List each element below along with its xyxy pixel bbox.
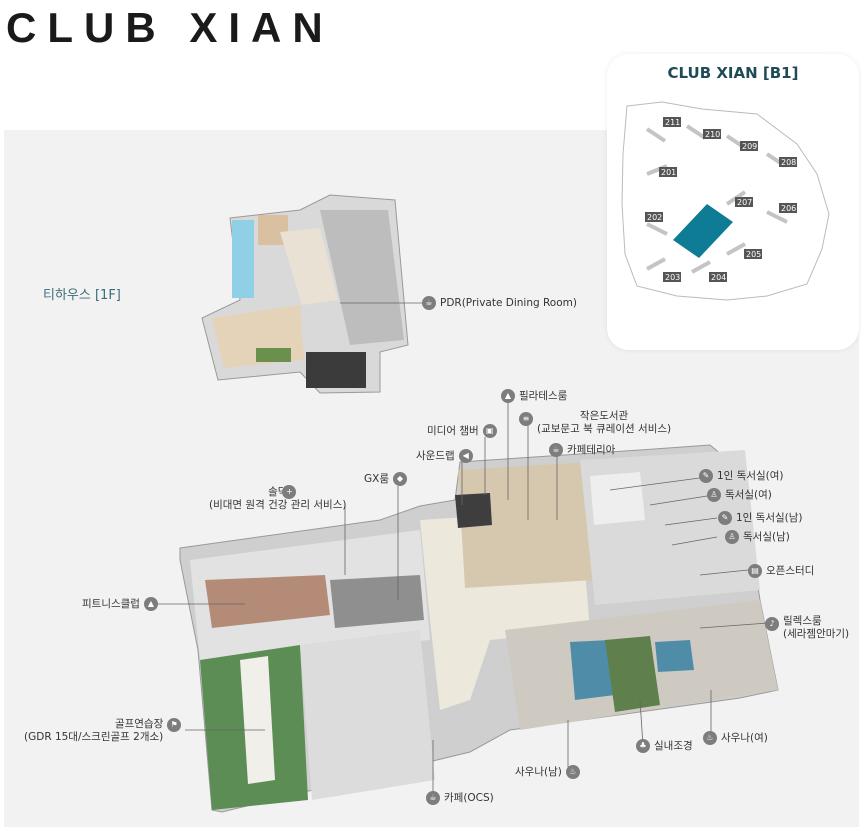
callout-sauna-f: ♨ 사우나(여) xyxy=(703,731,768,745)
unit-209: 209 xyxy=(742,142,757,151)
minimap-title: CLUB XIAN [B1] xyxy=(667,64,799,82)
unit-203: 203 xyxy=(665,273,680,282)
brand-logo: CLUB XIAN xyxy=(6,4,334,51)
indoor-garden xyxy=(605,636,660,712)
callout-read-f-label: 독서실(여) xyxy=(725,488,772,501)
health-icon: + xyxy=(282,485,297,499)
unit-205: 205 xyxy=(746,250,761,259)
unit-204: 204 xyxy=(711,273,726,282)
cup-icon: ☕ xyxy=(549,443,563,457)
callout-golf: 골프연습장 (GDR 15대/스크린골프 2개소) ⚑ xyxy=(24,718,182,744)
dining-icon: ☕ xyxy=(422,296,436,310)
callout-media-label: 미디어 챔버 xyxy=(427,424,479,437)
callout-golf-sub: (GDR 15대/스크린골프 2개소) xyxy=(24,731,164,743)
unit-211: 211 xyxy=(665,118,680,127)
callout-cafe-ocs-label: 카페(OCS) xyxy=(444,791,494,804)
callout-garden-label: 실내조경 xyxy=(654,739,693,752)
callout-solak-label: 솔닥 xyxy=(268,486,288,498)
callout-pdr: ☕ PDR(Private Dining Room) xyxy=(422,296,577,310)
unit-201: 201 xyxy=(661,168,676,177)
callout-sauna-m-label: 사우나(남) xyxy=(515,765,562,778)
massage-icon: ♪ xyxy=(765,617,779,631)
callout-library-sub: (교보문고 북 큐레이션 서비스) xyxy=(537,423,672,435)
speaker-icon: ◀ xyxy=(458,449,473,463)
callout-relax-sub: (세라젬안마기) xyxy=(783,628,850,640)
callout-read-m: ♙ 독서실(남) xyxy=(725,530,790,544)
callout-solak-sub: (비대면 원격 건강 관리 서비스) xyxy=(209,499,347,511)
callout-read1-m-label: 1인 독서실(남) xyxy=(736,511,803,524)
unit-207: 207 xyxy=(737,198,752,207)
callout-gx: GX룸 ◆ xyxy=(364,472,407,486)
pencil-icon: ✎ xyxy=(718,511,732,525)
fitness-icon: ▲ xyxy=(143,597,158,611)
unit-210: 210 xyxy=(705,130,720,139)
callout-solak: 솔닥 (비대면 원격 건강 관리 서비스) + xyxy=(209,485,346,512)
media-icon: ▣ xyxy=(482,424,497,438)
callout-sound-label: 사운드랩 xyxy=(416,449,455,462)
pilates-icon: ▲ xyxy=(501,389,515,403)
callout-cafeteria-label: 카페테리아 xyxy=(567,443,616,456)
callout-read1-f: ✎ 1인 독서실(여) xyxy=(699,469,784,483)
reader-icon: ♙ xyxy=(707,488,721,502)
callout-relax: ♪ 릴렉스룸 (세라젬안마기) xyxy=(765,615,849,641)
callout-pilates-label: 필라테스룸 xyxy=(519,389,568,402)
plant-icon: ♣ xyxy=(636,739,650,753)
fitness-floor xyxy=(205,575,330,628)
callout-sound: 사운드랩 ◀ xyxy=(416,449,473,463)
site-minimap: CLUB XIAN [B1] 211 210 209 208 201 207 2… xyxy=(607,54,859,350)
library-area xyxy=(458,462,594,588)
callout-media: 미디어 챔버 ▣ xyxy=(427,424,497,438)
pool xyxy=(232,220,254,298)
callout-relax-label: 릴렉스룸 xyxy=(783,615,822,627)
callout-cafe-ocs: ☕ 카페(OCS) xyxy=(426,791,494,805)
unit-208: 208 xyxy=(781,158,796,167)
sauna-icon: ♨ xyxy=(703,731,717,745)
callout-pdr-label: PDR(Private Dining Room) xyxy=(440,296,577,309)
sauna-pool-m xyxy=(570,640,615,700)
callout-read-f: ♙ 독서실(여) xyxy=(707,488,772,502)
golf-icon: ⚑ xyxy=(167,718,182,732)
minimap-unit-labels: 211 210 209 208 201 207 206 202 205 203 … xyxy=(645,117,797,282)
minimap-highlight xyxy=(673,204,733,258)
sauna-icon: ♨ xyxy=(565,765,580,779)
sauna-pool-f xyxy=(655,640,694,672)
callout-open-study-label: 오픈스터디 xyxy=(766,564,815,577)
callout-fitness: 피트니스클럽 ▲ xyxy=(82,597,158,611)
callout-read1-m: ✎ 1인 독서실(남) xyxy=(718,511,803,525)
callout-library: ≡ 작은도서관 (교보문고 북 큐레이션 서비스) xyxy=(519,410,671,436)
teahouse-1f-plan xyxy=(201,194,409,394)
callout-open-study: ▤ 오픈스터디 xyxy=(748,564,814,578)
callout-golf-label: 골프연습장 xyxy=(114,718,164,730)
reader-icon: ♙ xyxy=(725,530,739,544)
callout-cafeteria: ☕ 카페테리아 xyxy=(549,443,615,457)
coffee-icon: ☕ xyxy=(426,791,440,805)
callout-sauna-m: 사우나(남) ♨ xyxy=(515,765,580,779)
callout-pilates: ▲ 필라테스룸 xyxy=(501,389,567,403)
callout-library-label: 작은도서관 xyxy=(579,410,629,422)
unit-202: 202 xyxy=(647,213,662,222)
pencil-icon: ✎ xyxy=(699,469,713,483)
callout-sauna-f-label: 사우나(여) xyxy=(721,731,768,744)
callout-read1-f-label: 1인 독서실(여) xyxy=(717,469,784,482)
book-icon: ≡ xyxy=(519,412,533,426)
study-icon: ▤ xyxy=(748,564,762,578)
floor-label-1f: 티하우스 [1F] xyxy=(43,288,121,303)
gx-icon: ◆ xyxy=(393,472,407,486)
unit-206: 206 xyxy=(781,204,796,213)
callout-read-m-label: 독서실(남) xyxy=(743,530,790,543)
callout-fitness-label: 피트니스클럽 xyxy=(82,597,140,610)
callout-gx-label: GX룸 xyxy=(364,472,389,485)
callout-garden: ♣ 실내조경 xyxy=(636,739,693,753)
minimap-drawing: 211 210 209 208 201 207 206 202 205 203 … xyxy=(621,101,830,301)
